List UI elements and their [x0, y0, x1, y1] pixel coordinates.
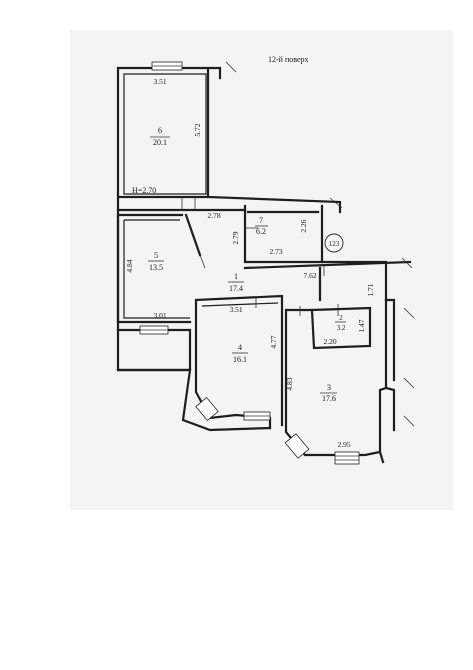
- dim-3-01: 3.01: [153, 311, 166, 320]
- wall-room-5-inner: [123, 219, 190, 319]
- reference-circle: [324, 233, 344, 253]
- room-3-number: 3: [327, 383, 331, 392]
- room-3-area: 17.6: [322, 394, 336, 403]
- room-7-number: 7: [259, 216, 263, 225]
- dim-2-73: 2.73: [269, 247, 282, 256]
- wall-room-7: [243, 204, 324, 264]
- dim-4-77: 4.77: [269, 335, 278, 348]
- room-1-area: 17.4: [229, 284, 243, 293]
- window-room-3-bottom: [334, 451, 360, 465]
- scanned-paper: [70, 30, 453, 510]
- wall-right-outer: [378, 298, 396, 464]
- dim-7-62: 7.62: [303, 271, 316, 280]
- area-underlines: [148, 136, 346, 394]
- dim-1-71: 1.71: [366, 283, 375, 296]
- room-6-number: 6: [158, 126, 162, 135]
- wall-right-corridor: [243, 260, 412, 302]
- dim-2-78: 2.78: [207, 211, 220, 220]
- wall-room-6: [116, 66, 222, 332]
- wall-room-4-inner: [201, 302, 279, 307]
- room-4-area: 16.1: [233, 355, 247, 364]
- wall-room-6-inner: [123, 73, 207, 195]
- wall-balcony-5: [116, 328, 192, 372]
- windows: [139, 61, 360, 465]
- room-labels: 6 20.1 7 6.2 5 13.5 1 17.4 4 16.1 2 3.2 …: [149, 126, 346, 403]
- ceiling-height-label: Н=2.70: [132, 186, 156, 195]
- doors: [181, 61, 415, 427]
- wall-lower-left: [116, 368, 272, 432]
- dim-1-47: 1.47: [357, 319, 366, 332]
- room-6-area: 20.1: [153, 138, 167, 147]
- room-4-number: 4: [238, 343, 242, 352]
- dimension-labels: 3.51 5.72 2.78 2.26 2.79 2.73 4.84 7.62 …: [125, 77, 375, 449]
- room-5-number: 5: [154, 251, 158, 260]
- window-room-3-bay: [284, 433, 310, 459]
- dim-2-79: 2.79: [231, 231, 240, 244]
- dim-2-95: 2.95: [337, 440, 350, 449]
- room-2-area: 3.2: [337, 324, 346, 332]
- door-room-5: [199, 254, 206, 269]
- plan-title: 12-й поверх: [268, 55, 309, 64]
- room-7-area: 6.2: [256, 227, 266, 236]
- dim-4-83: 4.83: [285, 377, 294, 390]
- wall-top-corridor: [116, 195, 342, 214]
- dim-5-72: 5.72: [193, 123, 202, 136]
- dim-3-51-top: 3.51: [153, 77, 166, 86]
- wall-room-5: [116, 213, 202, 324]
- wall-room-2: [310, 306, 372, 350]
- dim-2-26: 2.26: [299, 219, 308, 232]
- dim-4-84: 4.84: [125, 259, 134, 272]
- reference-circle-label: 123: [329, 240, 340, 248]
- room-1-number: 1: [234, 272, 238, 281]
- window-room-4-bay: [195, 397, 219, 421]
- dim-3-51-mid: 3.51: [229, 305, 242, 314]
- room-5-area: 13.5: [149, 263, 163, 272]
- room-2-number: 2: [339, 314, 343, 322]
- dim-2-20: 2.20: [323, 337, 336, 346]
